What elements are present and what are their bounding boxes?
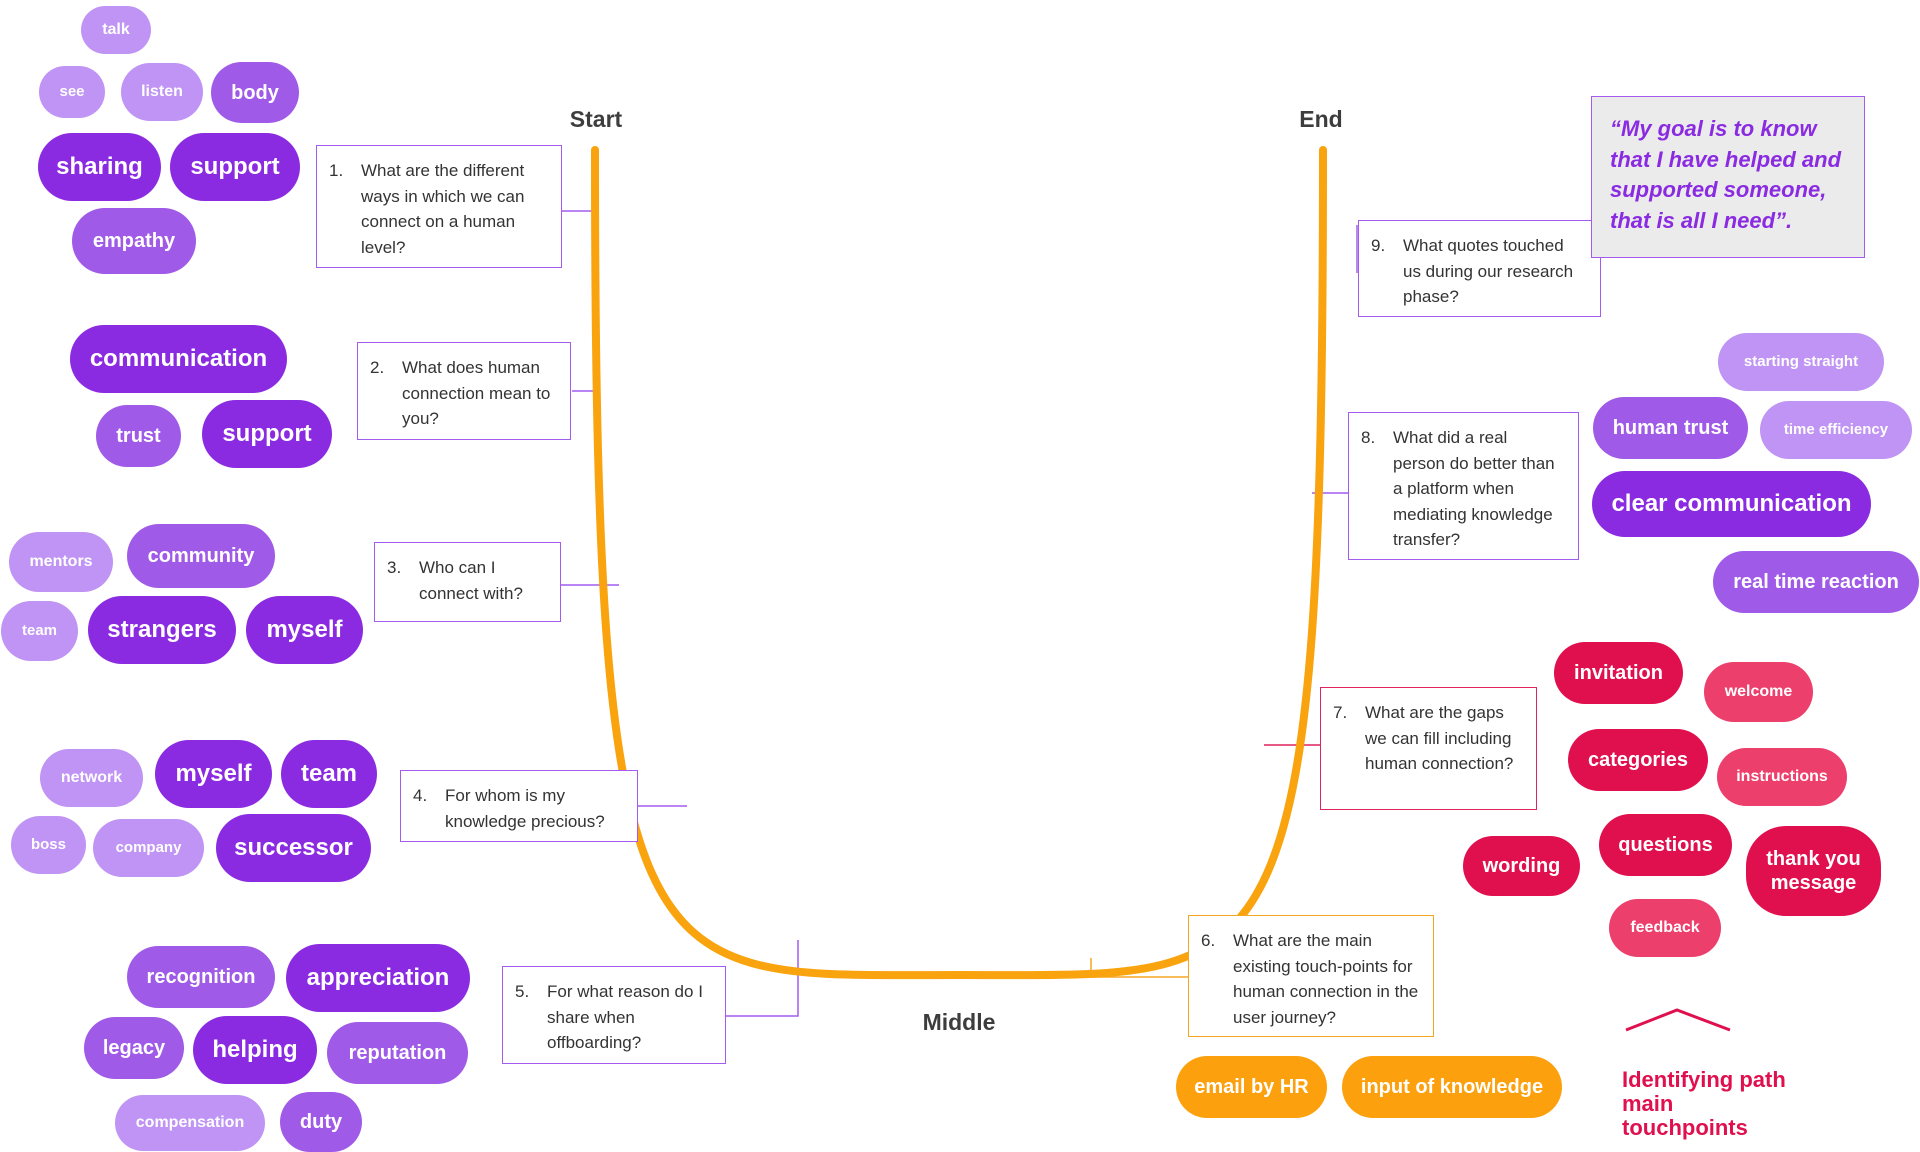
tag-empathy: empathy (72, 208, 196, 274)
tag-invitation: invitation (1554, 642, 1683, 704)
question-text: What are the different ways in which we … (361, 161, 525, 257)
tag-support-2: support (202, 400, 332, 468)
question-number: 6. (1201, 931, 1216, 950)
tag-recognition: recognition (127, 946, 275, 1008)
tag-myself: myself (246, 596, 363, 664)
tag-communication: communication (70, 325, 287, 393)
question-text: Who can I connect with? (419, 558, 523, 603)
tag-listen: listen (121, 63, 203, 121)
question-number: 5. (515, 982, 530, 1001)
tag-human-trust: human trust (1593, 397, 1748, 459)
tag-boss: boss (11, 816, 86, 874)
question-box-9: 9. What quotes touched us during our res… (1358, 220, 1601, 317)
tag-network: network (40, 749, 143, 807)
tag-see: see (39, 66, 105, 118)
tag-helping: helping (193, 1016, 317, 1084)
question-number: 8. (1361, 428, 1376, 447)
question-number: 4. (413, 786, 428, 805)
tag-strangers: strangers (88, 596, 236, 664)
tag-company: company (93, 819, 204, 877)
phase-end-label: End (1299, 106, 1343, 132)
question-number: 9. (1371, 236, 1386, 255)
tag-questions: questions (1599, 814, 1732, 876)
question-text: What are the main existing touch-points … (1233, 931, 1419, 1027)
tag-real-time-reaction: real time reaction (1713, 551, 1919, 613)
chevron-up-icon (1625, 1008, 1731, 1032)
research-quote: “My goal is to know that I have helped a… (1591, 96, 1865, 258)
tag-trust: trust (96, 405, 181, 467)
phase-start-label: Start (569, 106, 623, 132)
question-number: 7. (1333, 703, 1348, 722)
question-box-1: 1. What are the different ways in which … (316, 145, 562, 268)
question-number: 3. (387, 558, 402, 577)
tag-instructions: instructions (1717, 748, 1847, 806)
tag-categories: categories (1568, 729, 1708, 791)
tag-starting-straight: starting straight (1718, 333, 1884, 391)
question-text: For whom is my knowledge precious? (445, 786, 605, 831)
question-box-5: 5. For what reason do I share when offbo… (502, 966, 726, 1064)
question-box-7: 7. What are the gaps we can fill includi… (1320, 687, 1537, 810)
journey-curve (591, 146, 1327, 980)
tag-appreciation: appreciation (286, 944, 470, 1012)
phase-middle-label: Middle (922, 1009, 996, 1035)
tag-compensation: compensation (115, 1095, 265, 1151)
question-number: 2. (370, 358, 385, 377)
tag-community: community (127, 524, 275, 588)
tag-support: support (170, 133, 300, 201)
tag-team-2: team (281, 740, 377, 808)
tag-email-by-hr: email by HR (1176, 1056, 1327, 1118)
tag-team: team (1, 601, 78, 661)
tag-time-efficiency: time efficiency (1760, 401, 1912, 459)
question-box-8: 8. What did a real person do better than… (1348, 412, 1579, 560)
question-number: 1. (329, 161, 344, 180)
tag-duty: duty (280, 1092, 362, 1152)
tag-successor: successor (216, 814, 371, 882)
question-box-2: 2. What does human connection mean to yo… (357, 342, 571, 440)
question-box-4: 4. For whom is my knowledge precious? (400, 770, 638, 842)
tag-welcome: welcome (1704, 662, 1813, 722)
question-box-6: 6. What are the main existing touch-poin… (1188, 915, 1434, 1037)
tag-thank-you-message: thank you message (1746, 826, 1881, 916)
tag-myself-2: myself (155, 740, 272, 808)
tag-mentors: mentors (9, 532, 113, 592)
tag-legacy: legacy (84, 1017, 184, 1079)
question-box-3: 3. Who can I connect with? (374, 542, 561, 622)
question-text: What quotes touched us during our resear… (1403, 236, 1574, 306)
tag-input-of-knowledge: input of knowledge (1342, 1056, 1562, 1118)
tag-reputation: reputation (327, 1022, 468, 1084)
tag-feedback: feedback (1609, 899, 1721, 957)
tag-sharing: sharing (38, 133, 161, 201)
legend-label: Identifying path main touchpoints (1622, 1067, 1786, 1140)
tag-body: body (211, 62, 299, 123)
connector-q5 (726, 940, 799, 1017)
question-text: What did a real person do better than a … (1393, 428, 1555, 549)
question-text: What are the gaps we can fill including … (1365, 703, 1514, 773)
question-text: What does human connection mean to you? (402, 358, 551, 428)
tag-talk: talk (81, 6, 151, 54)
question-text: For what reason do I share when offboard… (547, 982, 703, 1052)
tag-clear-communication: clear communication (1592, 471, 1871, 537)
tag-wording: wording (1463, 836, 1580, 896)
